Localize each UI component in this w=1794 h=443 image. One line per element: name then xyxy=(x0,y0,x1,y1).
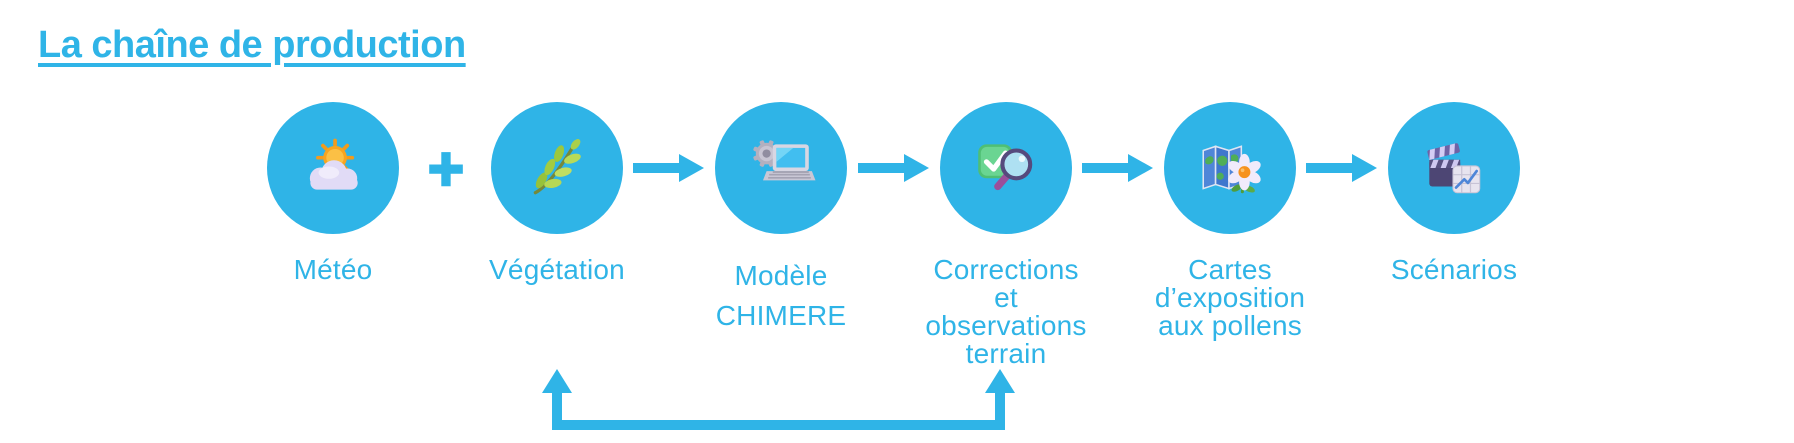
arrow-corrections-to-cartes xyxy=(1082,154,1153,182)
node-scenarios: Scénarios xyxy=(1349,102,1559,284)
cartes-circle xyxy=(1164,102,1296,234)
map-flower-icon xyxy=(1202,145,1261,194)
node-corrections: Corrections et observations terrain xyxy=(901,102,1111,368)
arrow-modele-to-corrections xyxy=(858,154,929,182)
node-label-meteo: Météo xyxy=(293,254,373,285)
laptop-gear-icon xyxy=(753,140,816,181)
corrections-circle xyxy=(940,102,1072,234)
node-vegetation: Végétation xyxy=(452,102,662,284)
arrow-cartes-to-scenarios xyxy=(1306,154,1377,182)
modele-chimere-circle xyxy=(715,102,847,234)
node-label-corrections: Corrections et observations terrain xyxy=(925,254,1087,369)
node-cartes: Cartes d’exposition aux pollens xyxy=(1125,102,1335,340)
node-modele-chimere: Modèle CHIMERE xyxy=(676,102,886,336)
scenarios-circle xyxy=(1388,102,1520,234)
arrow-vegetation-to-modele xyxy=(633,154,704,182)
herb-icon xyxy=(533,139,581,195)
checkbox-magnifier-icon xyxy=(978,144,1033,191)
node-label-modele-chimere: Modèle CHIMERE xyxy=(715,260,847,331)
node-label-cartes: Cartes d’exposition aux pollens xyxy=(1154,254,1306,341)
plus-operator: + xyxy=(427,133,466,205)
clapperboard-chart-icon xyxy=(1427,143,1481,194)
node-meteo: Météo xyxy=(228,102,438,284)
page-title: La chaîne de production xyxy=(38,24,466,66)
node-label-scenarios: Scénarios xyxy=(1390,254,1518,285)
meteo-circle xyxy=(267,102,399,234)
sun-behind-cloud-icon xyxy=(309,138,358,190)
feedback-arrow xyxy=(542,369,1015,430)
vegetation-circle xyxy=(491,102,623,234)
node-label-vegetation: Végétation xyxy=(489,254,625,285)
